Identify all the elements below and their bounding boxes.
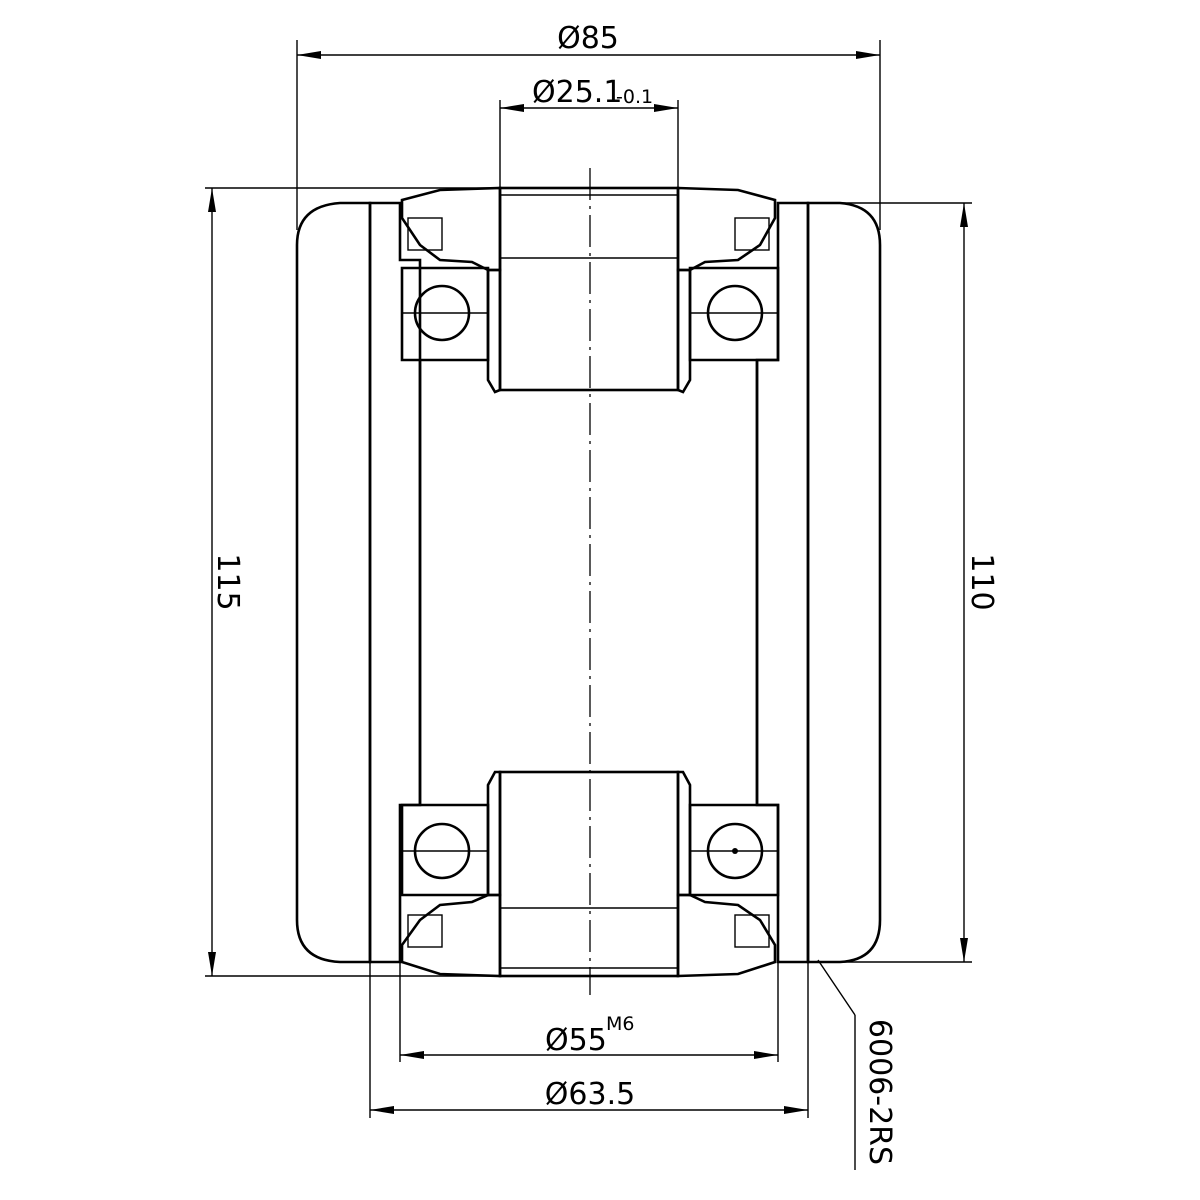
bottom-seal-cap [400, 893, 777, 978]
bore-tolerance-label: -0.1 [616, 86, 653, 108]
bearing-top-right [688, 266, 780, 362]
sleeve-top-left [486, 268, 502, 394]
tread-length-label: 110 [964, 553, 999, 610]
bearing-diameter-label: Ø55 [545, 1023, 607, 1058]
hub [368, 201, 810, 964]
bottom-seal-left [407, 914, 443, 948]
bore-diameter-label: Ø25.1 [532, 75, 622, 110]
bore-top [498, 186, 680, 392]
dimension-bore-diameter: Ø25.1 -0.1 [499, 75, 679, 190]
bore [498, 186, 680, 978]
bearing-fit-label: M6 [606, 1013, 634, 1035]
hub-diameter-label: Ø63.5 [545, 1077, 635, 1112]
dimension-bearing-diameter: Ø55 M6 [399, 962, 779, 1062]
bearing-code-label: 6006-2RS [862, 1019, 897, 1165]
top-seal-right [734, 217, 770, 251]
bearing-bottom-right [688, 803, 780, 897]
tread-left [295, 201, 372, 964]
sleeve-bottom-right [676, 770, 692, 897]
dimension-overall-length: 115 [205, 187, 500, 977]
bottom-cap-right [676, 893, 777, 978]
outer-diameter-label: Ø85 [557, 21, 619, 56]
inner-sleeves [486, 268, 692, 897]
bottom-seal-right [734, 914, 770, 948]
hub-left [368, 201, 422, 964]
sleeve-bottom-left [486, 770, 502, 897]
sleeve-top-right [676, 268, 692, 394]
dimension-hub-diameter: Ø63.5 [369, 962, 809, 1118]
tread-right [806, 201, 882, 964]
bottom-cap-left [400, 893, 502, 978]
bearing-bottom-left [400, 803, 490, 897]
bore-bottom [498, 770, 680, 978]
top-cap-left [400, 186, 502, 272]
bearing-top-left [400, 266, 490, 362]
bearing-code-leader: 6006-2RS [817, 959, 897, 1170]
dimension-tread-length: 110 [840, 202, 999, 963]
overall-length-label: 115 [210, 553, 245, 610]
top-seal-left [407, 217, 443, 251]
hub-right [755, 201, 810, 964]
tread [295, 201, 882, 964]
top-cap-right [676, 186, 777, 272]
dimension-outer-diameter: Ø85 [296, 21, 881, 230]
